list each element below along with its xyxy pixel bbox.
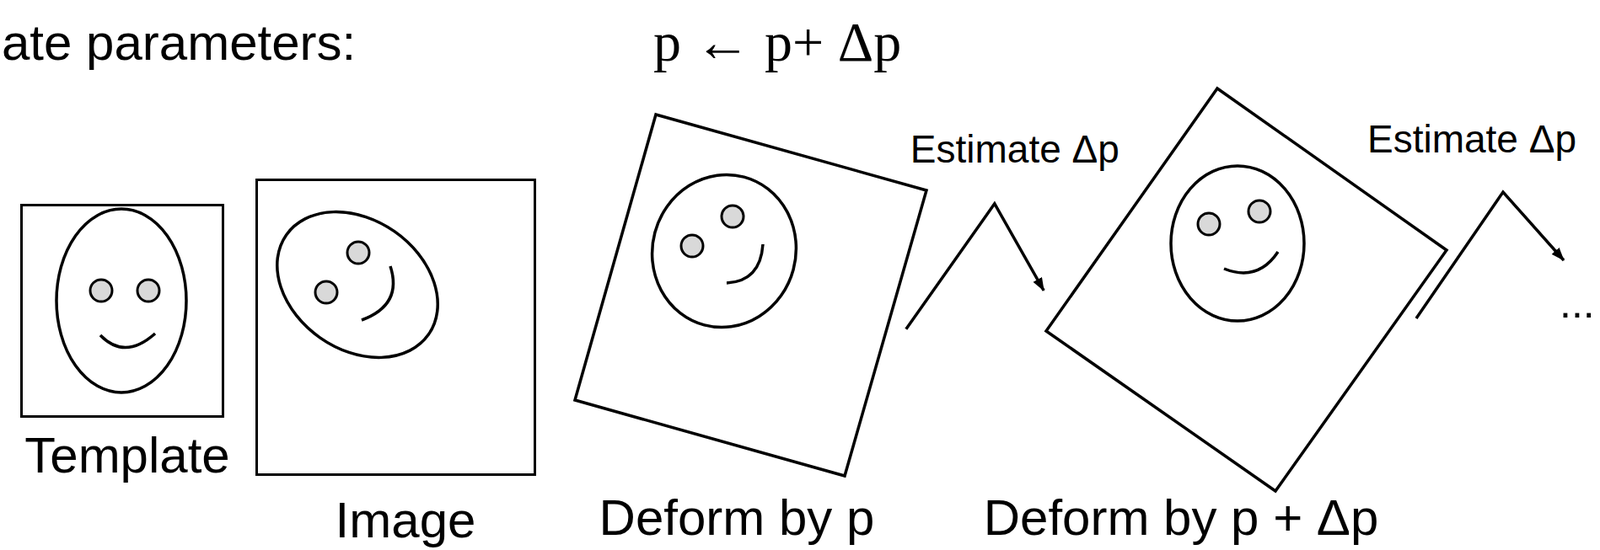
mouth — [100, 333, 156, 349]
mouth — [1224, 252, 1278, 274]
zigzag-arrow — [1416, 192, 1564, 319]
eye — [315, 281, 338, 304]
image-box: Image — [255, 178, 537, 477]
heading-text: ate parameters: — [1, 15, 356, 71]
eye — [347, 241, 370, 264]
template-box: Template — [20, 204, 225, 419]
face-outline — [634, 158, 813, 344]
face-outline — [1170, 166, 1305, 322]
face-outline — [56, 209, 187, 393]
eye — [137, 279, 160, 302]
caption-label: Deform by p + Δp — [983, 490, 1380, 547]
eye — [1197, 213, 1220, 236]
mouth — [726, 244, 763, 284]
eye — [1248, 200, 1271, 223]
frame-outline — [574, 114, 927, 477]
mouth — [361, 266, 394, 321]
update-formula: p ← p+ Δp — [653, 11, 902, 74]
connectors — [906, 204, 1044, 330]
frame-outline — [574, 114, 927, 477]
step-label: Estimate Δp — [910, 128, 1120, 172]
caption-label: Image — [335, 493, 477, 549]
eye — [721, 205, 744, 228]
caption-label: Template — [24, 428, 230, 484]
estimate-arrow — [906, 204, 1044, 330]
warped-frame: Deform by p — [574, 114, 927, 477]
face-outline — [248, 182, 466, 388]
eye — [90, 279, 113, 302]
eye — [681, 235, 704, 258]
step-label: Estimate Δp — [1367, 118, 1577, 162]
caption-label: Deform by p — [599, 490, 876, 547]
continuation-dots: ... — [1559, 280, 1595, 328]
